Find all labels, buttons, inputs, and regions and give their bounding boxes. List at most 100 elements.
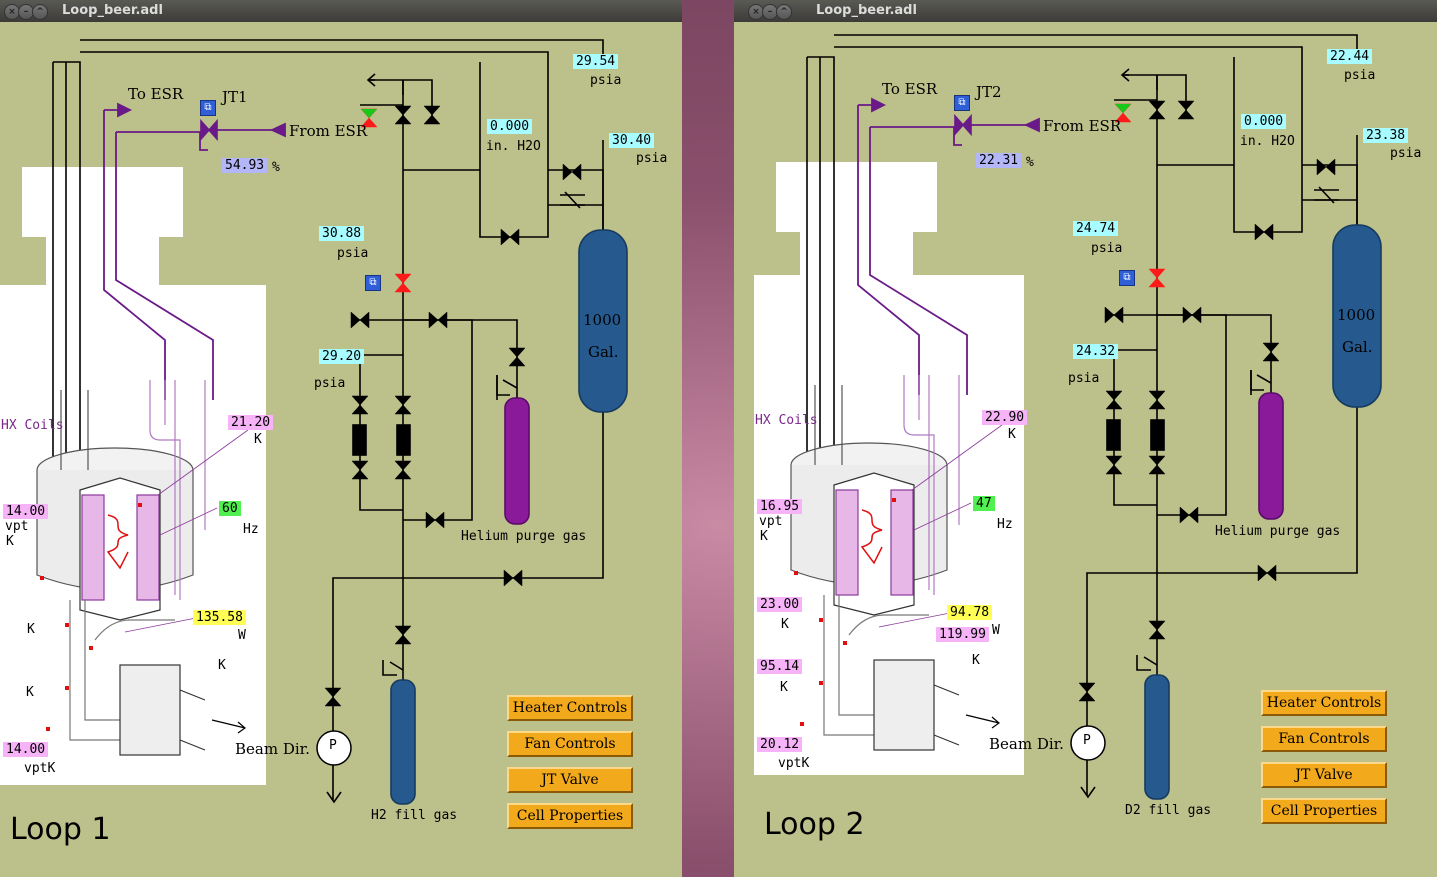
from-esr-label: From ESR — [1043, 117, 1122, 135]
valve-icon[interactable] — [1257, 564, 1277, 582]
valve-control-button[interactable]: ⧉ — [365, 275, 381, 291]
valve-open-indicator — [1115, 104, 1131, 113]
pipe — [807, 56, 835, 465]
valve-icon[interactable] — [1148, 620, 1166, 640]
white-panel-neck — [800, 231, 913, 281]
valve-icon[interactable] — [394, 625, 412, 645]
fan-controls-button[interactable]: Fan Controls — [1261, 726, 1387, 752]
valve-icon[interactable] — [1148, 455, 1166, 475]
valve-icon[interactable] — [324, 687, 342, 707]
jt-valve-button[interactable]: JT Valve — [507, 767, 633, 793]
transfer-lines — [823, 595, 929, 736]
valve-icon[interactable] — [394, 395, 412, 415]
maximize-icon[interactable]: ^ — [32, 4, 48, 20]
white-panel-top — [22, 167, 183, 237]
storage-tank — [578, 229, 628, 413]
to-esr-label: To ESR — [128, 85, 184, 103]
valve-icon[interactable] — [1316, 158, 1336, 176]
valve-icon[interactable] — [394, 273, 412, 293]
valve-icon[interactable] — [1148, 268, 1166, 288]
hx-coils-label: HX Coils — [755, 413, 818, 428]
valve-icon[interactable] — [1182, 306, 1202, 324]
jt-control-button[interactable]: ⧉ — [200, 100, 216, 116]
percent-unit: % — [1026, 155, 1034, 170]
delta-p-unit: in. H2O — [1240, 134, 1295, 149]
valve-icon[interactable] — [1179, 506, 1199, 524]
valve-icon[interactable] — [508, 347, 526, 367]
beam-direction-label: Beam Dir. — [235, 740, 310, 758]
heater-power: 135.58 — [193, 610, 246, 625]
valve-icon[interactable] — [425, 511, 445, 529]
percent-unit: % — [272, 160, 280, 175]
valve-icon[interactable] — [394, 460, 412, 480]
fan-frequency: 60 — [219, 501, 241, 516]
cell-properties-button[interactable]: Cell Properties — [507, 803, 633, 829]
vpt-label: vpt — [759, 514, 783, 529]
temp-b-unit: K — [218, 658, 226, 673]
esr-line — [103, 110, 166, 400]
heater-coil-icon — [860, 509, 883, 565]
valve-icon[interactable] — [562, 163, 582, 181]
valve-icon[interactable] — [500, 228, 520, 246]
piping-diagram — [790, 34, 1382, 800]
sensor-dot — [138, 503, 142, 507]
pipe — [1302, 164, 1358, 225]
pressure-mid-unit: psia — [1091, 241, 1123, 256]
pressure-top-unit: psia — [590, 73, 622, 88]
pipe — [353, 319, 473, 521]
valve-icon[interactable] — [1148, 390, 1166, 410]
fan-controls-button[interactable]: Fan Controls — [507, 731, 633, 757]
fan-frequency-unit: Hz — [243, 522, 259, 537]
hx-coil-right — [890, 489, 914, 596]
hx-temperature-unit: K — [254, 432, 262, 447]
valve-icon[interactable] — [1078, 682, 1096, 702]
valve-icon[interactable] — [1148, 100, 1166, 120]
purple-capillaries — [903, 375, 960, 595]
maximize-icon[interactable]: ^ — [776, 4, 792, 20]
valve-open-indicator — [361, 109, 377, 118]
regulator-icon — [382, 660, 404, 676]
valve-icon[interactable] — [428, 311, 448, 329]
heater-power-unit: W — [238, 628, 246, 643]
beam-direction-arrow — [211, 719, 246, 734]
esr-line — [857, 105, 920, 395]
regulator-icon — [496, 375, 518, 396]
heater-power-unit: W — [992, 623, 1000, 638]
valve-icon[interactable] — [351, 395, 369, 415]
jt-valve-button[interactable]: JT Valve — [1261, 762, 1387, 788]
jt-valve-icon[interactable] — [200, 118, 218, 142]
esr-line — [870, 126, 962, 146]
valve-icon[interactable] — [351, 460, 369, 480]
valve-icon[interactable] — [423, 105, 441, 125]
jt-control-button[interactable]: ⧉ — [954, 95, 970, 111]
temp-b: 119.99 — [936, 627, 989, 642]
fan-frequency: 47 — [973, 496, 995, 511]
valve-icon[interactable] — [1104, 306, 1124, 324]
pressure-low-unit: psia — [314, 376, 346, 391]
valve-icon[interactable] — [503, 569, 523, 587]
valve-icon[interactable] — [350, 311, 370, 329]
valve-control-button[interactable]: ⧉ — [1119, 270, 1135, 286]
heater-controls-button[interactable]: Heater Controls — [507, 695, 633, 721]
beam-pipes — [179, 689, 206, 751]
valve-icon[interactable] — [394, 105, 412, 125]
minimize-icon[interactable]: – — [762, 4, 778, 20]
filter-icon — [396, 424, 411, 456]
valve-icon[interactable] — [1254, 223, 1274, 241]
valve-icon[interactable] — [1105, 455, 1123, 475]
pump-icon[interactable] — [316, 730, 352, 766]
valve-icon[interactable] — [1262, 342, 1280, 362]
heater-controls-button[interactable]: Heater Controls — [1261, 690, 1387, 716]
window-titlebar: × – ^ Loop_beer.adl — [734, 0, 1437, 22]
sensor-dot — [800, 722, 804, 726]
valve-icon[interactable] — [1177, 100, 1195, 120]
arrow-down-icon — [326, 791, 342, 804]
valve-icon[interactable] — [1105, 390, 1123, 410]
jt-valve-icon[interactable] — [954, 113, 972, 137]
regulator-icon — [1136, 655, 1158, 671]
cell-properties-button[interactable]: Cell Properties — [1261, 798, 1387, 824]
regulator-icon — [1250, 370, 1272, 391]
to-esr-label: To ESR — [882, 80, 938, 98]
pump-icon[interactable] — [1070, 725, 1106, 761]
